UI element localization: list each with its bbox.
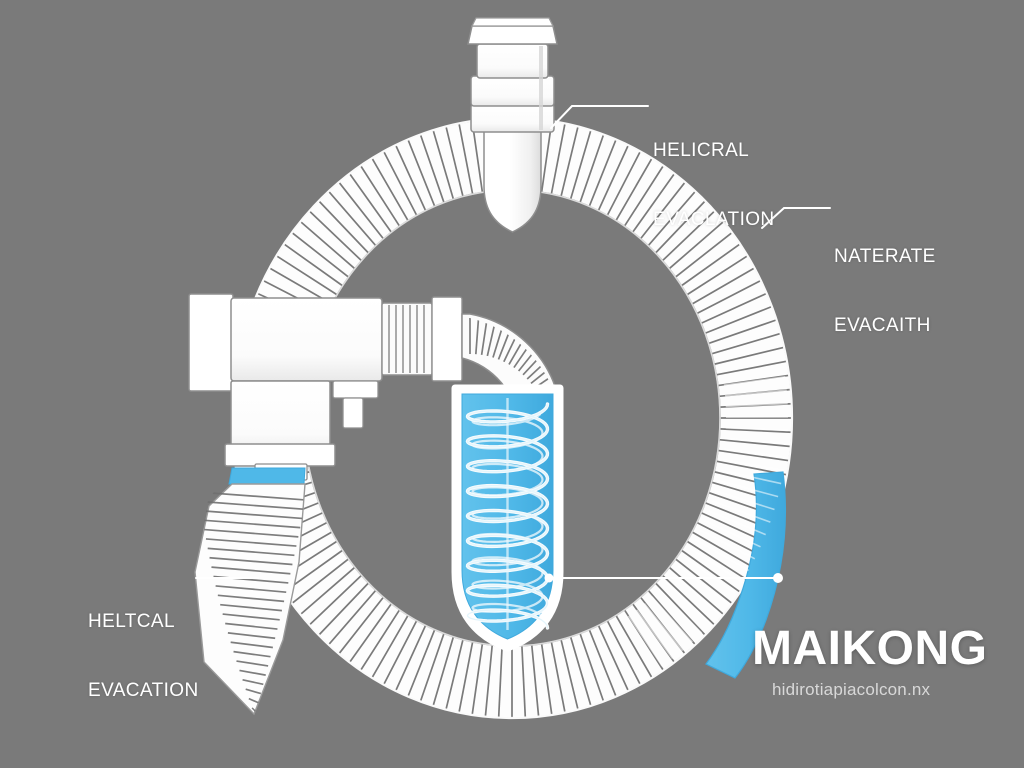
label-heltcal-line1: HELTCAL	[88, 611, 175, 632]
helical-coil-chamber	[451, 384, 564, 652]
label-helicral-line2: EVACLATION	[653, 209, 775, 230]
label-naterate-line2: EVACAITH	[834, 315, 931, 336]
brand-name: MAIKONG	[752, 622, 988, 675]
label-heltcal-evacation: HELTCAL EVACATION	[88, 564, 199, 748]
label-helicral-evaclation: HELICRAL EVACLATION	[653, 93, 775, 277]
blue-fluid-hose-section	[627, 376, 789, 679]
label-naterate-line1: NATERATE	[834, 246, 936, 267]
label-naterate-evacaith: NATERATE EVACAITH	[834, 199, 936, 383]
top-valve-fitting	[467, 17, 558, 233]
pump-motor-housing	[188, 293, 463, 481]
brand-watermark: MAIKONG hidirotiapiacolcon.nx	[752, 623, 987, 701]
label-helicral-line1: HELICRAL	[653, 140, 750, 161]
brand-url: hidirotiapiacolcon.nx	[772, 680, 931, 699]
label-heltcal-line2: EVACATION	[88, 680, 199, 701]
leader-lines	[195, 105, 831, 583]
lower-left-hose	[194, 467, 306, 716]
